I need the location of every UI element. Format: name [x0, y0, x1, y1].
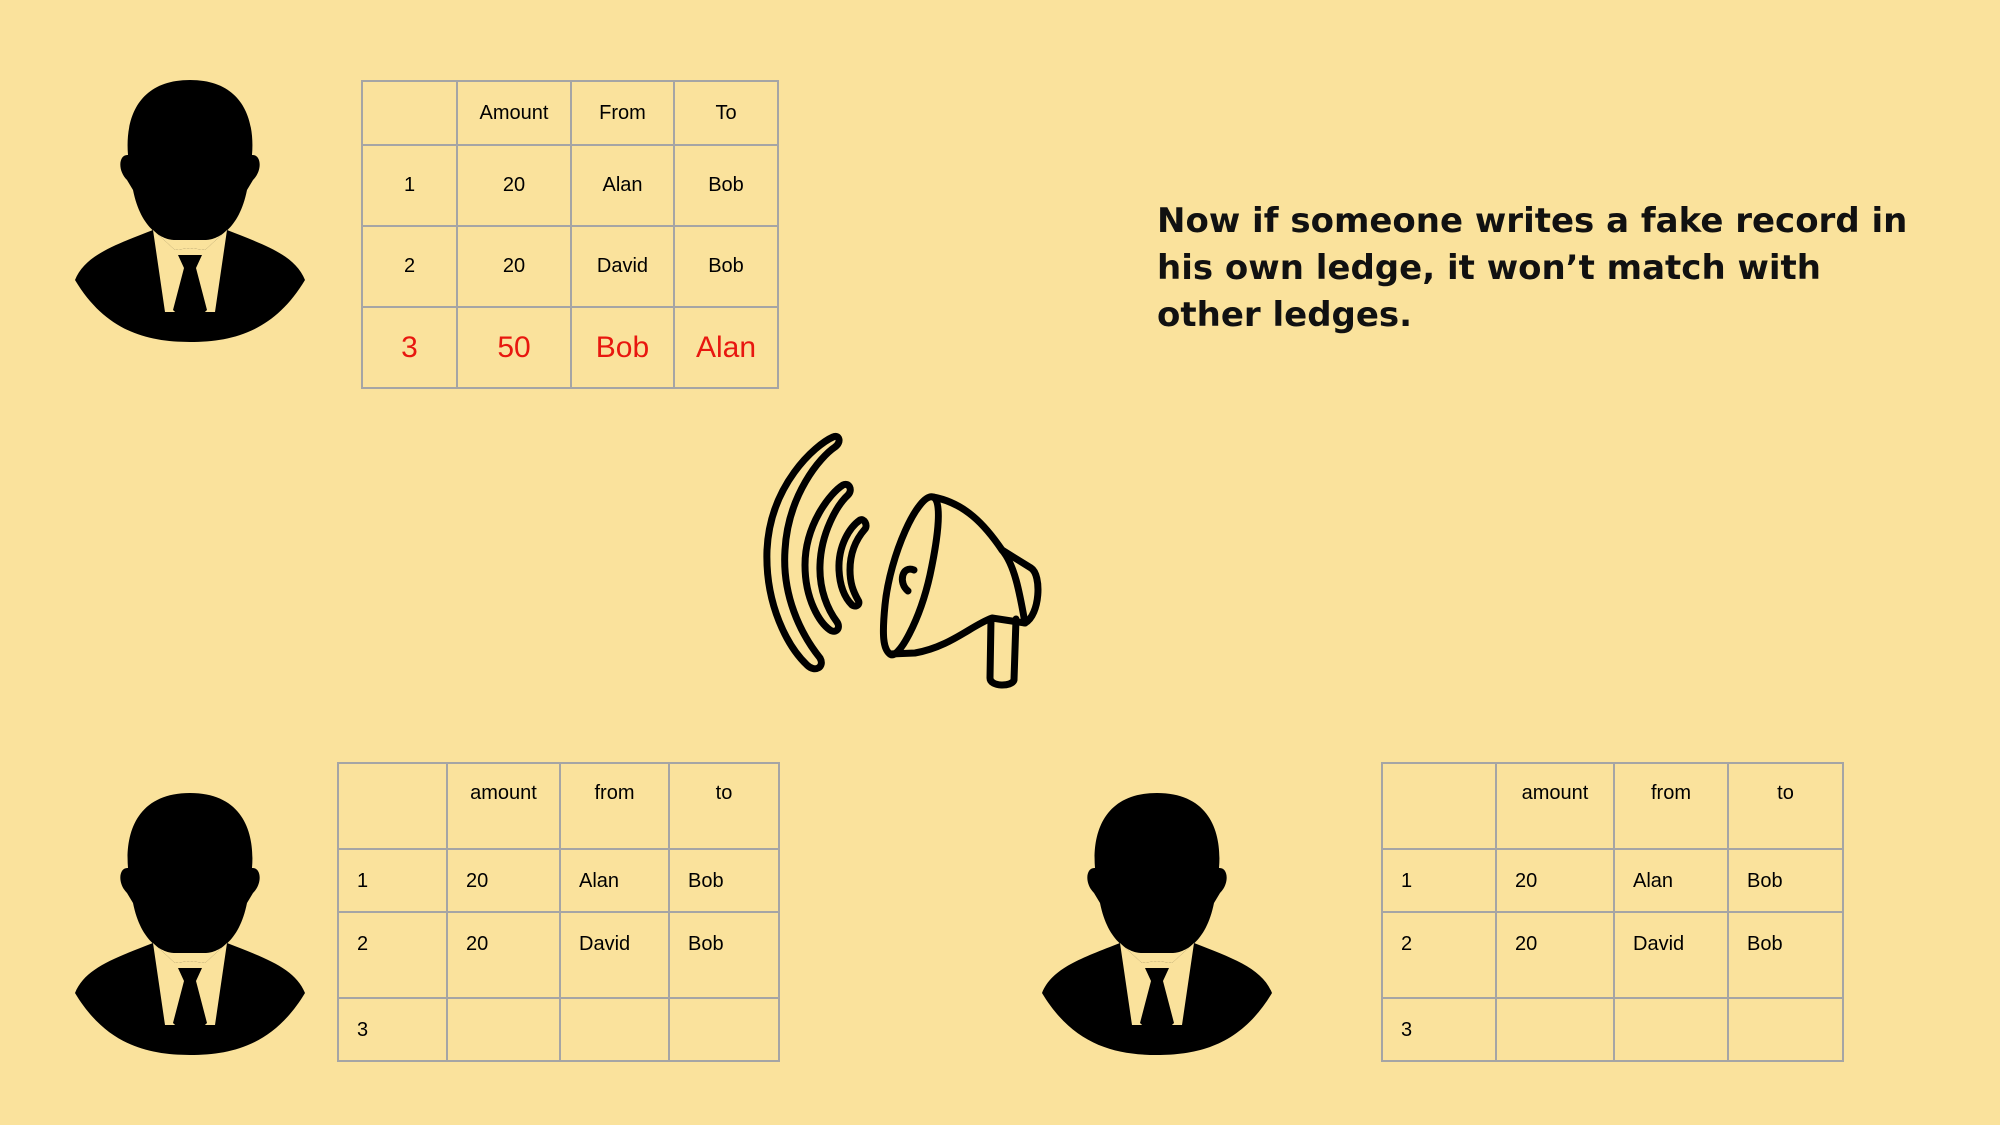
sound-waves-icon — [763, 432, 870, 673]
table-row: 2 20 David Bob — [337, 911, 780, 999]
table-cell: 20 — [446, 911, 561, 999]
header-cell: amount — [1495, 762, 1615, 850]
header-cell: To — [673, 80, 779, 146]
table-cell: 1 — [337, 848, 448, 913]
header-cell: to — [1727, 762, 1844, 850]
fake-record-cell: Bob — [570, 306, 675, 389]
table-cell: 1 — [1381, 848, 1497, 913]
table-cell: 3 — [1381, 997, 1497, 1062]
fake-record-cell: Alan — [673, 306, 779, 389]
table-cell: Alan — [570, 144, 675, 227]
table-cell: 20 — [1495, 848, 1615, 913]
table-header-row: amount from to — [1381, 762, 1844, 850]
person-silhouette-icon — [75, 80, 305, 342]
header-cell — [337, 762, 448, 850]
table-row: 3 — [1381, 997, 1844, 1062]
megaphone-icon — [740, 425, 1070, 695]
table-cell: David — [1613, 911, 1729, 999]
table-row: 1 20 Alan Bob — [361, 144, 779, 227]
table-cell: Bob — [668, 848, 780, 913]
table-cell: Bob — [668, 911, 780, 999]
table-row: 2 20 David Bob — [361, 225, 779, 308]
header-cell: from — [559, 762, 670, 850]
header-cell: amount — [446, 762, 561, 850]
table-cell: David — [559, 911, 670, 999]
table-header-row: Amount From To — [361, 80, 779, 146]
table-cell: Alan — [559, 848, 670, 913]
table-cell: 20 — [456, 225, 572, 308]
table-cell: David — [570, 225, 675, 308]
table-cell: 2 — [361, 225, 458, 308]
table-cell — [1495, 997, 1615, 1062]
header-cell — [361, 80, 458, 146]
table-row: 1 20 Alan Bob — [337, 848, 780, 913]
fake-record-cell: 50 — [456, 306, 572, 389]
person-silhouette-icon — [75, 793, 305, 1055]
person-silhouette-icon — [1042, 793, 1272, 1055]
fake-record-cell: 3 — [361, 306, 458, 389]
table-cell: Bob — [673, 144, 779, 227]
table-cell: 20 — [446, 848, 561, 913]
ledger-table-top: Amount From To 1 20 Alan Bob 2 20 David … — [361, 80, 779, 389]
explanation-text: Now if someone writes a fake record in h… — [1157, 201, 1908, 335]
fake-record-row: 3 50 Bob Alan — [361, 306, 779, 389]
table-cell — [668, 997, 780, 1062]
header-cell — [1381, 762, 1497, 850]
table-cell: 20 — [1495, 911, 1615, 999]
header-cell: from — [1613, 762, 1729, 850]
table-cell: 1 — [361, 144, 458, 227]
table-cell: Bob — [673, 225, 779, 308]
table-row: 1 20 Alan Bob — [1381, 848, 1844, 913]
table-row: 2 20 David Bob — [1381, 911, 1844, 999]
table-cell: 2 — [1381, 911, 1497, 999]
table-cell: 2 — [337, 911, 448, 999]
table-cell: Bob — [1727, 848, 1844, 913]
table-cell: 20 — [456, 144, 572, 227]
header-cell: to — [668, 762, 780, 850]
table-cell — [1727, 997, 1844, 1062]
table-row: 3 — [337, 997, 780, 1062]
table-header-row: amount from to — [337, 762, 780, 850]
ledger-table-bottom-left: amount from to 1 20 Alan Bob 2 20 David … — [337, 762, 780, 1062]
table-cell: Bob — [1727, 911, 1844, 999]
ledger-table-bottom-right: amount from to 1 20 Alan Bob 2 20 David … — [1381, 762, 1844, 1062]
table-cell — [559, 997, 670, 1062]
table-cell: Alan — [1613, 848, 1729, 913]
header-cell: From — [570, 80, 675, 146]
table-cell — [1613, 997, 1729, 1062]
table-cell — [446, 997, 561, 1062]
table-cell: 3 — [337, 997, 448, 1062]
header-cell: Amount — [456, 80, 572, 146]
